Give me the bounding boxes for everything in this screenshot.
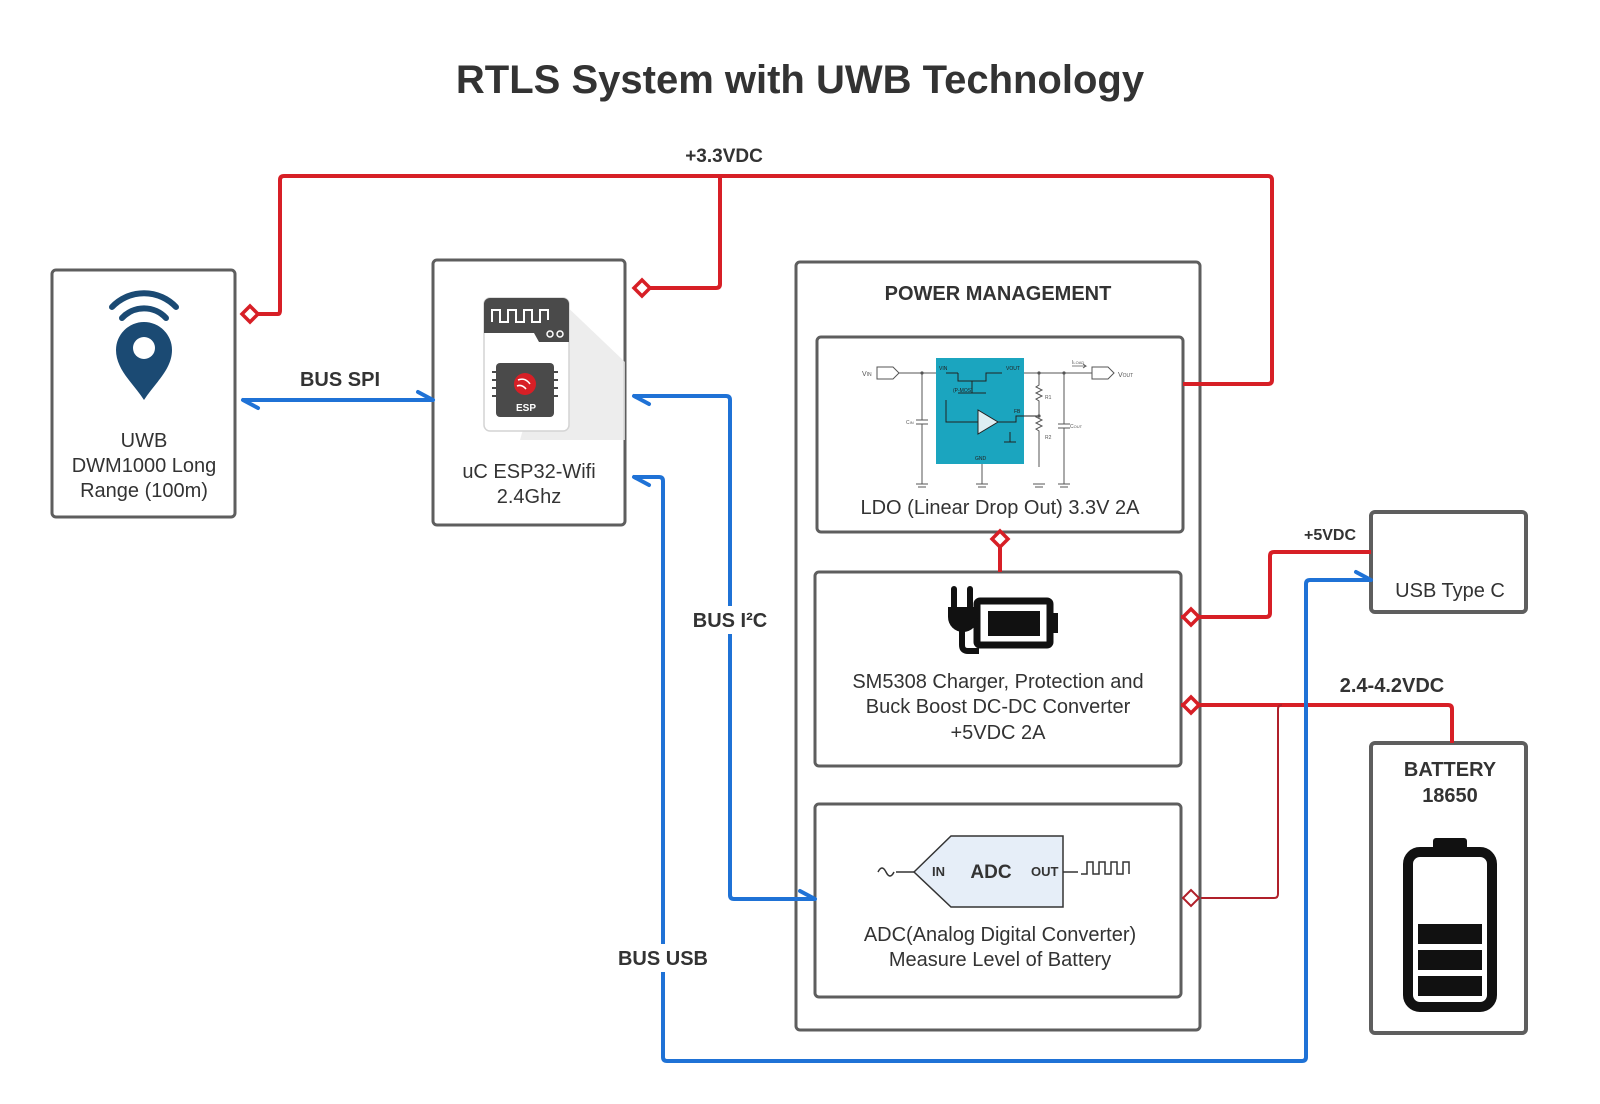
svg-text:ADC: ADC xyxy=(970,862,1011,883)
esp32-module-box: ESP uC ESP32-Wifi 2.4Ghz xyxy=(431,258,627,527)
wire-bus-usb xyxy=(634,475,1371,1063)
ldo-box: VIN VIN VOUT (P-MOS) FB GND VOUT ILOAD C… xyxy=(815,335,1185,534)
diagram-title: RTLS System with UWB Technology xyxy=(456,58,1145,102)
charger-label-line1: SM5308 Charger, Protection and xyxy=(852,671,1143,693)
battery-icon xyxy=(1403,838,1497,1012)
svg-text:CIN: CIN xyxy=(906,420,914,426)
connector-charger-5v xyxy=(1180,606,1202,628)
svg-text:FB: FB xyxy=(1014,409,1021,415)
label-vbat: 2.4-4.2VDC xyxy=(1340,675,1445,697)
label-bus-usb: BUS USB xyxy=(618,948,708,970)
battery-cell xyxy=(1418,976,1482,996)
esp32-chip-icon: ESP xyxy=(483,297,625,440)
label-bus-i2c: BUS I²C xyxy=(693,610,767,632)
svg-text:VIN: VIN xyxy=(939,366,948,372)
uwb-module-box: UWB DWM1000 Long Range (100m) xyxy=(50,268,237,519)
wire-3v3-uwb xyxy=(256,174,1274,386)
charger-label-line3: +5VDC 2A xyxy=(950,722,1046,744)
uwb-label-line2: DWM1000 Long xyxy=(72,455,217,477)
arrow-spi-right xyxy=(416,390,435,402)
svg-text:VOUT: VOUT xyxy=(1118,372,1133,379)
svg-text:OUT: OUT xyxy=(1031,864,1059,879)
power-wires xyxy=(256,174,1454,743)
uwb-label-line3: Range (100m) xyxy=(80,480,208,502)
location-pin-wifi-icon xyxy=(109,290,179,400)
power-management-title: POWER MANAGEMENT xyxy=(885,283,1112,305)
label-bus-spi: BUS SPI xyxy=(300,369,380,391)
adc-symbol-icon: IN ADC OUT xyxy=(877,835,1130,908)
wire-bus-i2c xyxy=(634,394,815,901)
battery-box: BATTERY 18650 xyxy=(1369,741,1528,1035)
battery-cell xyxy=(1418,924,1482,944)
svg-text:ILOAD: ILOAD xyxy=(1072,360,1084,366)
esp-label-line1: uC ESP32-Wifi xyxy=(462,461,595,483)
connector-ldo-bottom xyxy=(989,528,1011,550)
svg-text:IN: IN xyxy=(932,864,945,879)
svg-text:COUT: COUT xyxy=(1070,424,1083,430)
wire-battery xyxy=(1181,703,1454,743)
battery-cell xyxy=(1418,950,1482,970)
uwb-label-line1: UWB xyxy=(121,430,168,452)
battery-level-cells xyxy=(1418,924,1482,996)
esp-label-line2: 2.4Ghz xyxy=(497,486,561,508)
adc-label-line2: Measure Level of Battery xyxy=(889,949,1111,971)
adc-box: IN ADC OUT ADC(Analog Digital Converter)… xyxy=(813,802,1183,999)
ldo-label: LDO (Linear Drop Out) 3.3V 2A xyxy=(860,497,1140,519)
adc-label-line1: ADC(Analog Digital Converter) xyxy=(864,924,1136,946)
usb-label: USB Type C xyxy=(1395,580,1505,602)
label-3v3: +3.3VDC xyxy=(685,146,763,167)
svg-text:GND: GND xyxy=(975,456,987,462)
connector-charger-battery xyxy=(1180,694,1202,716)
wire-5v-usb xyxy=(1181,550,1371,619)
plug-battery-icon xyxy=(948,586,1058,654)
bus-arrowheads xyxy=(241,390,1373,901)
usb-type-c-box: USB Type C xyxy=(1369,510,1528,614)
power-connectors xyxy=(239,277,1202,716)
battery-label-line1: BATTERY xyxy=(1404,759,1497,781)
connector-uwb-3v3 xyxy=(239,303,261,325)
svg-text:VIN: VIN xyxy=(862,371,872,378)
wire-adc-sense xyxy=(1201,704,1283,899)
esp-chip-text: ESP xyxy=(516,403,536,414)
svg-text:(P-MOS): (P-MOS) xyxy=(953,388,973,394)
svg-text:R1: R1 xyxy=(1045,395,1052,401)
battery-label-line2: 18650 xyxy=(1422,785,1478,807)
svg-text:R2: R2 xyxy=(1045,435,1052,441)
charger-box: SM5308 Charger, Protection and Buck Boos… xyxy=(813,570,1183,768)
bus-wires xyxy=(243,394,1371,1063)
charger-label-line2: Buck Boost DC-DC Converter xyxy=(866,696,1131,718)
label-5v: +5VDC xyxy=(1304,527,1356,544)
wire-3v3-esp xyxy=(650,176,722,290)
connector-adc-sense xyxy=(1181,888,1201,908)
arrow-i2c-esp xyxy=(632,394,651,406)
arrow-i2c-adc xyxy=(798,889,817,901)
arrow-spi-left xyxy=(241,398,260,410)
arrow-usb-usbc xyxy=(1354,570,1373,582)
arrow-usb-esp xyxy=(632,475,651,487)
svg-text:VOUT: VOUT xyxy=(1006,366,1020,372)
ldo-schematic-icon: VIN VIN VOUT (P-MOS) FB GND VOUT ILOAD C… xyxy=(862,358,1133,488)
connector-esp-3v3 xyxy=(631,277,653,299)
